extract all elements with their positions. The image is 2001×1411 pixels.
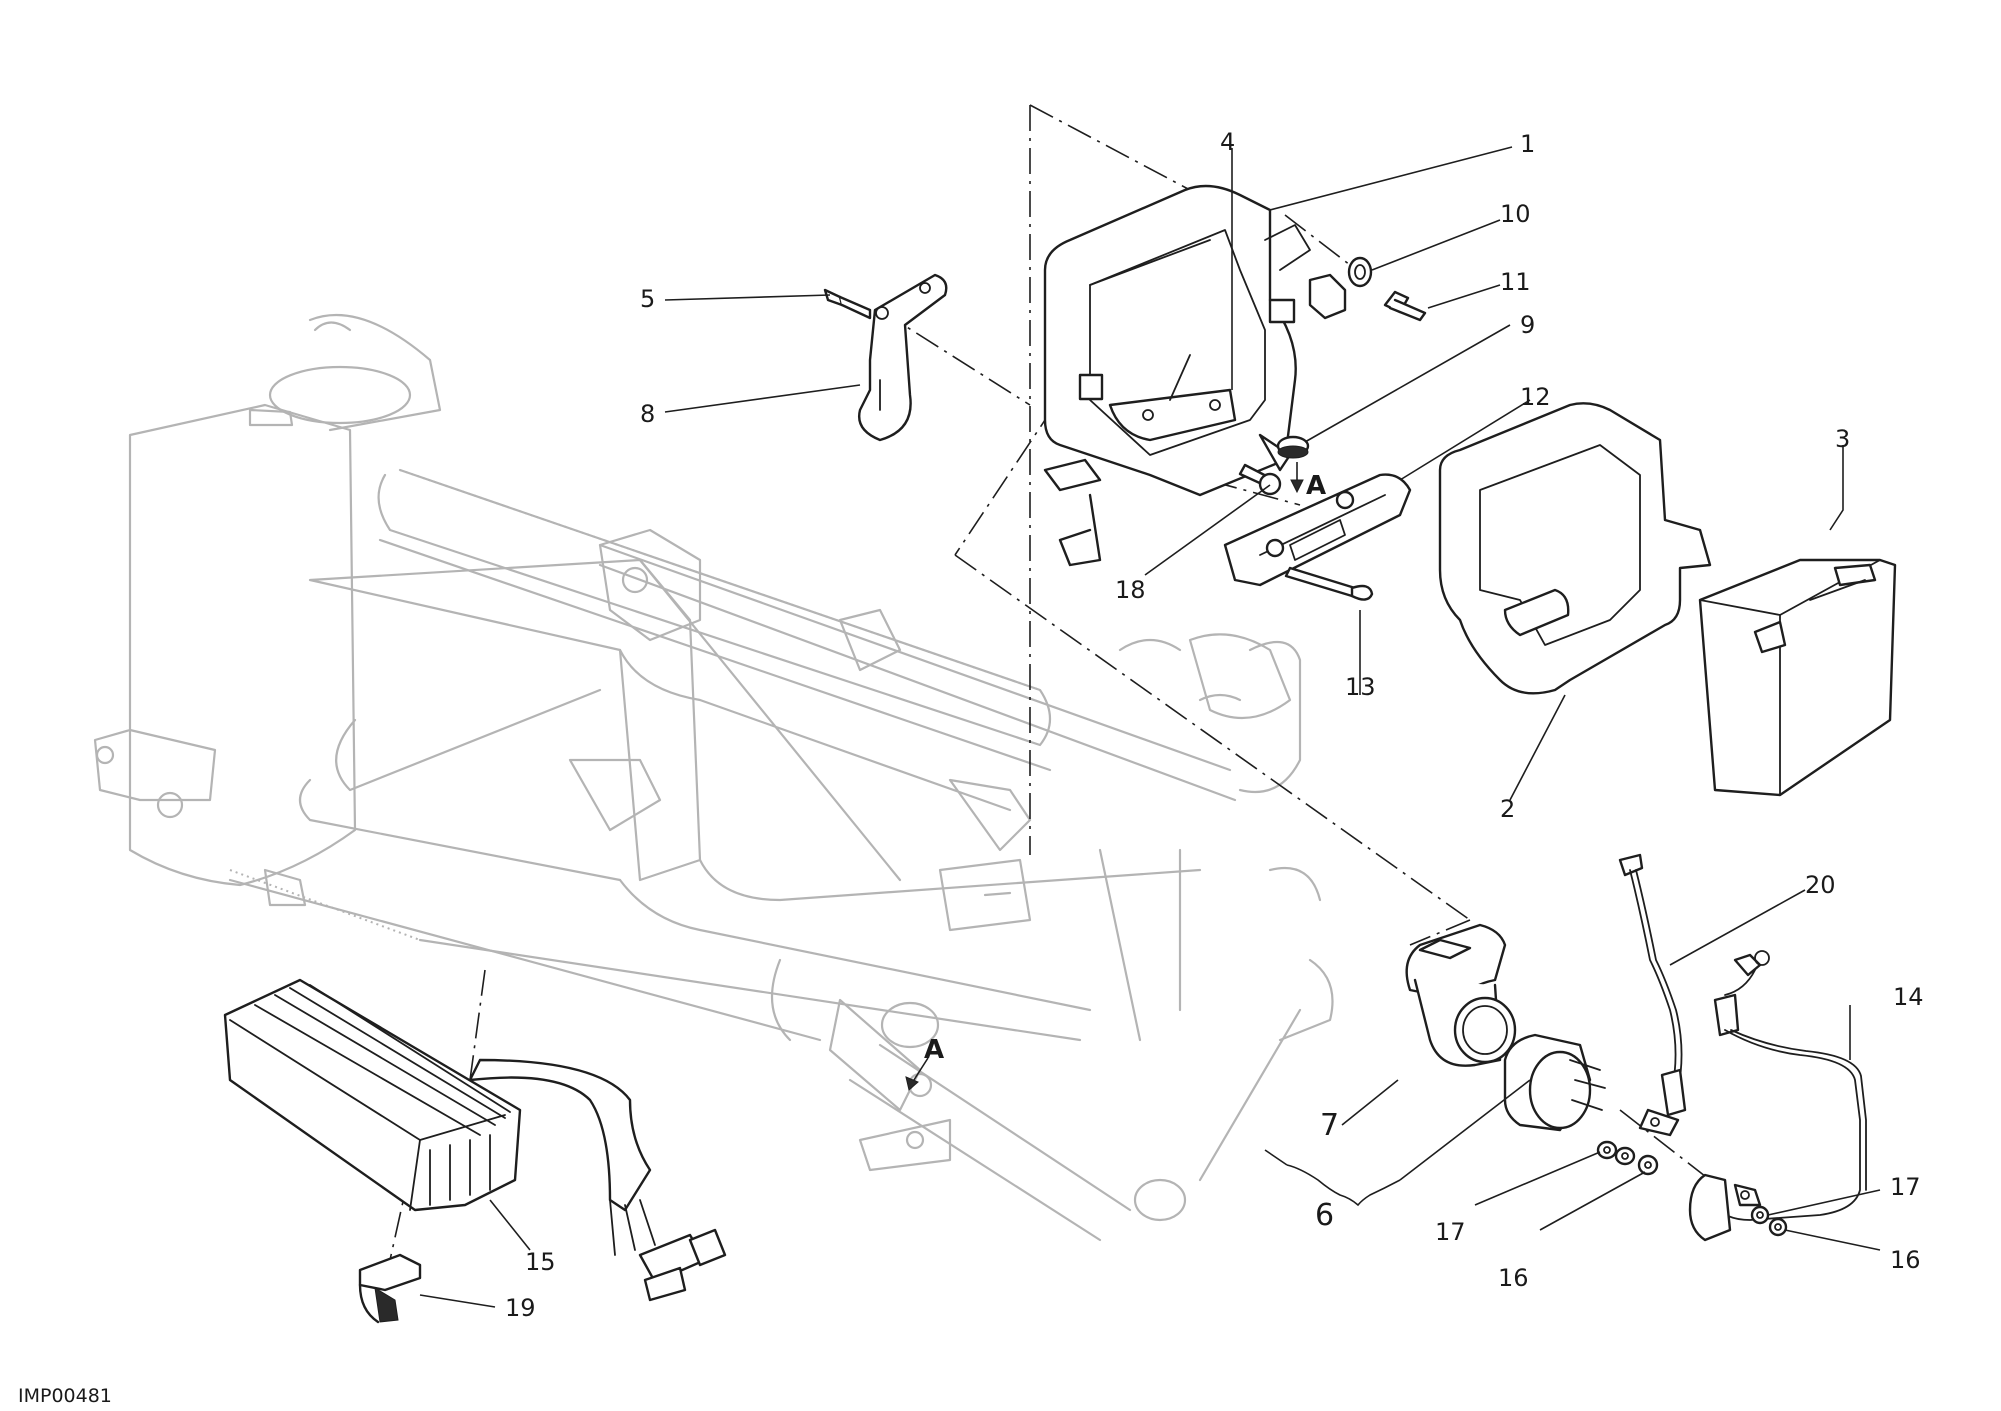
callout-18: 18 bbox=[1115, 576, 1146, 604]
reference-marker-lower: A bbox=[905, 1035, 944, 1091]
assembly-lines bbox=[389, 104, 1711, 1261]
callout-9: 9 bbox=[1520, 311, 1535, 339]
callout-16-left: 16 bbox=[1498, 1264, 1529, 1292]
callout-19: 19 bbox=[505, 1294, 536, 1322]
battery-support bbox=[1223, 473, 1412, 587]
callout-7: 7 bbox=[1320, 1108, 1339, 1143]
screw-11 bbox=[1383, 290, 1427, 322]
grommet-9 bbox=[1276, 435, 1310, 459]
screw-19 bbox=[358, 1253, 422, 1324]
screw-13 bbox=[1284, 566, 1374, 601]
callout-leaders bbox=[419, 146, 1881, 1308]
washer-17a bbox=[1596, 1140, 1618, 1160]
battery-cover bbox=[1438, 402, 1712, 695]
ground-wire-20 bbox=[1618, 853, 1687, 1137]
battery-strap bbox=[1108, 354, 1237, 442]
ground-wire-14 bbox=[1688, 950, 1867, 1242]
callout-13: 13 bbox=[1345, 673, 1376, 701]
callout-16-right: 16 bbox=[1890, 1246, 1921, 1274]
callout-4: 4 bbox=[1220, 128, 1235, 156]
reference-marker-upper: A bbox=[1290, 462, 1326, 501]
callout-11: 11 bbox=[1500, 268, 1531, 296]
callout-20: 20 bbox=[1805, 871, 1836, 899]
washer-17c bbox=[1750, 1205, 1770, 1225]
relay-rubber-7 bbox=[1405, 923, 1517, 1067]
callout-labels: 1 4 10 11 9 12 3 2 13 18 5 8 20 14 7 6 1… bbox=[505, 128, 1924, 1322]
battery-box bbox=[1043, 184, 1311, 567]
washer-17b bbox=[1614, 1146, 1636, 1166]
callout-6: 6 bbox=[1315, 1198, 1334, 1233]
callout-10: 10 bbox=[1500, 200, 1531, 228]
callout-17-left: 17 bbox=[1435, 1218, 1466, 1246]
callout-3: 3 bbox=[1835, 425, 1850, 453]
battery bbox=[1698, 558, 1897, 797]
callout-1: 1 bbox=[1520, 130, 1535, 158]
relay-6 bbox=[1503, 1033, 1606, 1132]
callout-17-right: 17 bbox=[1890, 1173, 1921, 1201]
drawing-code: IMP00481 bbox=[18, 1385, 112, 1407]
nut-16a bbox=[1637, 1154, 1659, 1176]
nut-16b bbox=[1768, 1217, 1788, 1237]
reference-label-upper: A bbox=[1306, 471, 1326, 501]
callout-15: 15 bbox=[525, 1248, 556, 1276]
bracket bbox=[858, 273, 948, 442]
motorcycle-frame bbox=[93, 313, 1334, 1242]
callout-12: 12 bbox=[1520, 383, 1551, 411]
voltage-regulator bbox=[223, 978, 727, 1302]
callout-14: 14 bbox=[1893, 983, 1924, 1011]
reference-label-lower: A bbox=[924, 1035, 944, 1065]
bushing-10 bbox=[1347, 256, 1373, 288]
callout-5: 5 bbox=[640, 285, 655, 313]
clip-10 bbox=[1308, 273, 1347, 320]
callout-8: 8 bbox=[640, 400, 655, 428]
callout-2: 2 bbox=[1500, 795, 1515, 823]
screw-5 bbox=[823, 288, 872, 320]
